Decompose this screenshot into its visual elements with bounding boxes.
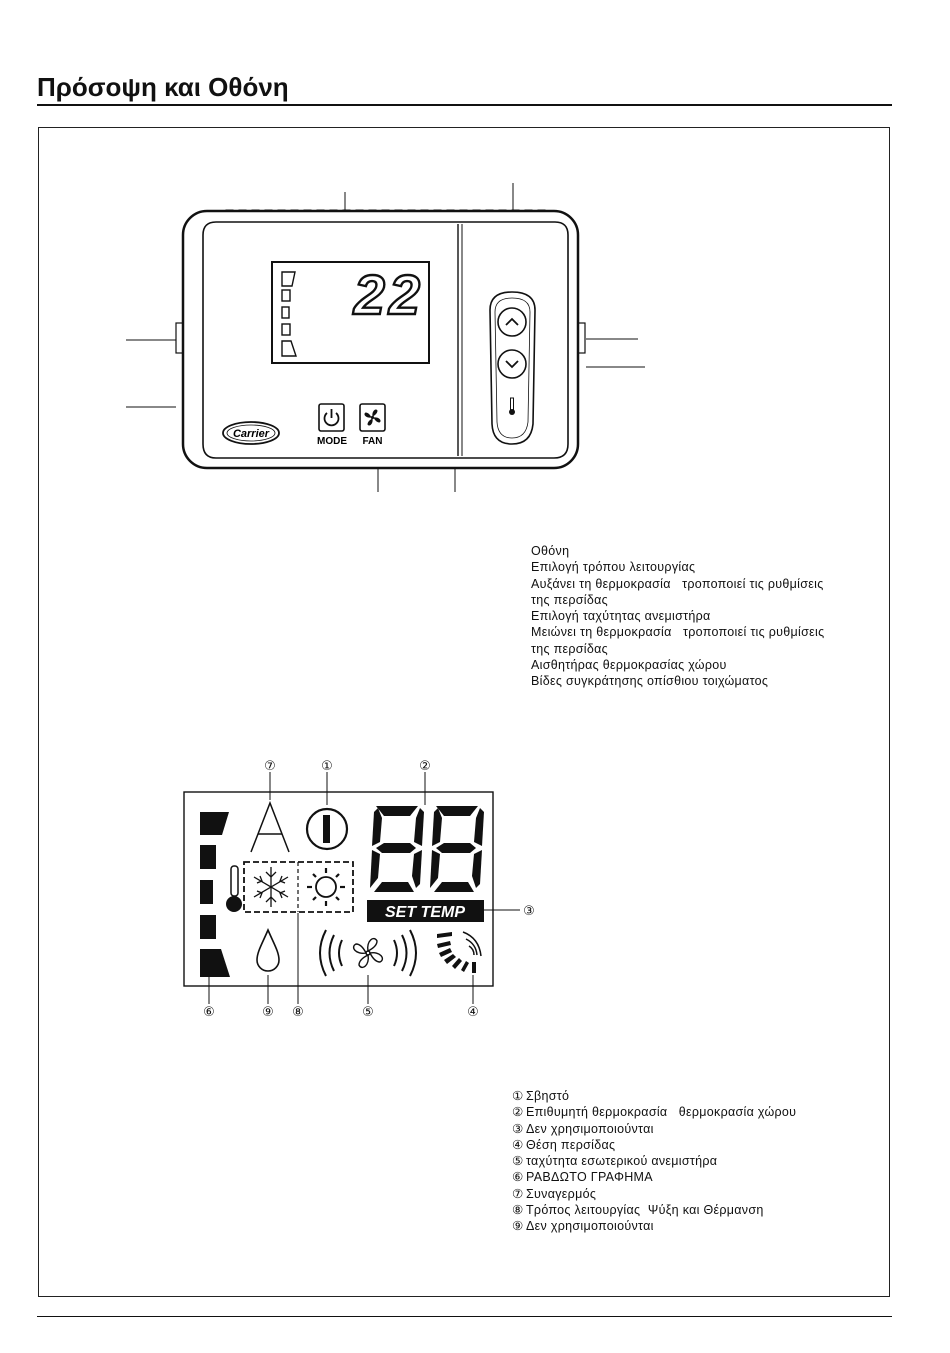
digit-segment [372, 808, 382, 846]
fan-icon [364, 409, 381, 426]
fan-button-label: FAN [363, 436, 383, 447]
callout-6: ⑥ [203, 1004, 215, 1019]
controller-front-diagram: 22 MODE FAN Carrier [126, 183, 645, 492]
legend-item: της περσίδας [531, 592, 608, 607]
power-icon [305, 807, 349, 851]
temperature-digits [370, 806, 484, 892]
callout-9: ⑨ [262, 1004, 274, 1019]
front-panel-legend: Οθόνη Επιλογή τρόπου λειτουργίας Αυξάνει… [531, 543, 824, 690]
callout-5: ⑤ [362, 1004, 374, 1019]
mode-button-label: MODE [317, 436, 347, 447]
callout-8: ⑧ [292, 1004, 304, 1019]
digit-segment [474, 808, 484, 846]
digit-segment [436, 806, 478, 816]
callout-7: ⑦ [264, 758, 276, 773]
power-icon [323, 409, 340, 427]
callout-4: ④ [467, 1004, 479, 1019]
digit-segment [376, 806, 418, 816]
up-button[interactable] [497, 307, 527, 337]
louver-icon [437, 932, 476, 973]
digit-segment [374, 882, 414, 892]
lcd-display-outline [183, 791, 494, 987]
legend-item: Αυξάνει τη θερμοκρασία τροποποιεί τις ρυ… [531, 576, 824, 591]
legend-item: Μειώνει τη θερμοκρασία τροποποιεί τις ρυ… [531, 625, 825, 640]
legend-item: Επιλογή ταχύτητας ανεμιστήρα [531, 609, 711, 624]
bottom-rule [37, 1316, 892, 1317]
callout-1: ① [321, 758, 333, 773]
down-button[interactable] [497, 349, 527, 379]
legend-item: της περσίδας [531, 641, 608, 656]
fan-button[interactable]: FAN [359, 403, 386, 447]
fan-icon [352, 937, 384, 969]
title-rule [37, 104, 892, 106]
digit-segment [434, 882, 474, 892]
lcd-bar-graph-icon [281, 271, 297, 357]
legend-item: Βίδες συγκράτησης οπίσθιου τοιχώματος [531, 674, 769, 689]
down-arrow-icon [505, 360, 519, 369]
sun-icon [307, 868, 345, 906]
page-title: Πρόσοψη και Οθόνη [37, 72, 289, 102]
digit-segment [432, 808, 442, 846]
content-frame [38, 127, 890, 1297]
callout-2: ② [419, 758, 431, 773]
digit-segment [436, 843, 476, 853]
thermometer-icon [509, 397, 515, 415]
snowflake-icon [253, 867, 289, 907]
drop-icon [256, 927, 280, 972]
legend-item: Αισθητήρας θερμοκρασίας χώρου [531, 658, 727, 673]
leader-lines [126, 183, 645, 492]
display-detail-diagram: ⑦ ① ② ③ ⑥ ⑨ ⑧ ⑤ ④ SET TEMP [183, 758, 535, 1019]
digit-segment [370, 850, 380, 888]
digit-segment [430, 850, 440, 888]
legend-item: Επιλογή τρόπου λειτουργίας [531, 560, 696, 575]
digit-segment [414, 808, 424, 846]
fan-speed-icon [319, 929, 417, 977]
set-temp-badge [367, 900, 484, 922]
thermometer-icon [226, 865, 242, 912]
callout-3: ③ [523, 903, 535, 918]
set-temp-label: SET TEMP [385, 904, 465, 921]
up-arrow-icon [505, 317, 519, 326]
legend-item: Οθόνη [531, 544, 570, 558]
bar-graph-icon [200, 812, 230, 977]
lcd-screen [271, 261, 430, 364]
carrier-logo: Carrier [222, 421, 280, 445]
digit-segment [472, 850, 482, 888]
digit-segment [376, 843, 416, 853]
digit-segment [412, 850, 422, 888]
auto-icon [250, 800, 290, 853]
mode-button[interactable]: MODE [317, 403, 347, 447]
svg-text:Carrier: Carrier [233, 428, 270, 440]
lcd-temperature-value: 22 [353, 263, 424, 326]
